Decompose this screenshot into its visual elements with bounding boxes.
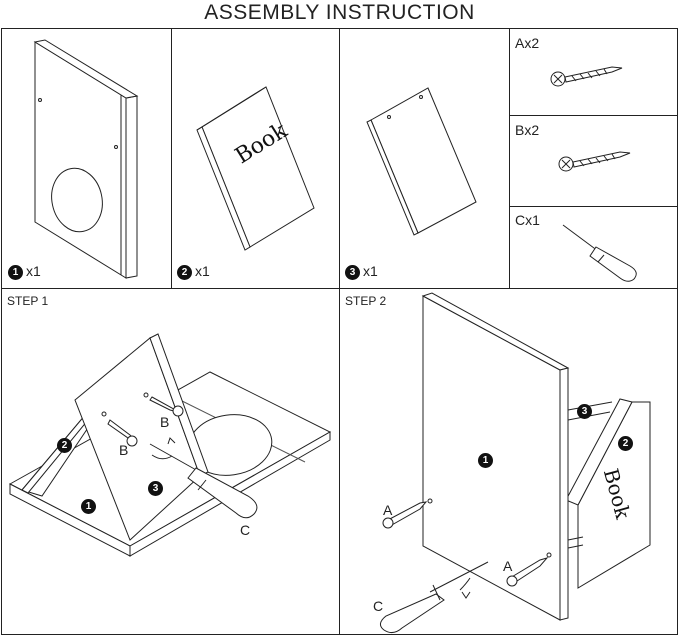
page-title: ASSEMBLY INSTRUCTION	[204, 1, 475, 24]
step1-label-b-bottom: B	[119, 442, 129, 458]
step1-label-c: C	[240, 522, 251, 538]
part-1-qty-text: x1	[26, 263, 41, 279]
step2-badge-1: 1	[478, 451, 496, 468]
part-2-qty-text: x1	[195, 263, 210, 279]
screwdriver-c-icon	[562, 224, 637, 282]
step2-assembly	[380, 292, 651, 634]
part-2-book	[196, 86, 315, 251]
step2-label-a-left: A	[383, 502, 393, 518]
part-3-qty-text: x1	[363, 263, 378, 279]
part-3-board	[366, 87, 477, 236]
step1-badge-3: 3	[148, 479, 166, 496]
hardware-b-label: Bx2	[515, 122, 540, 138]
step2-label-a-right: A	[503, 558, 513, 574]
part-3-badge: 3	[345, 264, 360, 280]
step1-label-b-top: B	[160, 414, 170, 430]
step1-badge-1: 1	[81, 497, 99, 514]
part-2-badge: 2	[177, 264, 192, 280]
hardware-a-label: Ax2	[515, 35, 540, 51]
step-2-label: STEP 2	[345, 294, 387, 308]
step2-badge-3: 3	[577, 402, 595, 419]
screw-b-icon	[558, 151, 631, 172]
step1-badge-2: 2	[57, 436, 75, 453]
step2-badge-2: 2	[618, 434, 636, 451]
step-1-label: STEP 1	[7, 294, 49, 308]
part-1-badge: 1	[8, 264, 23, 280]
screw-a-icon	[550, 66, 623, 87]
hardware-c-label: Cx1	[515, 212, 540, 228]
part-1-board	[33, 39, 139, 279]
step2-label-c: C	[373, 598, 384, 614]
